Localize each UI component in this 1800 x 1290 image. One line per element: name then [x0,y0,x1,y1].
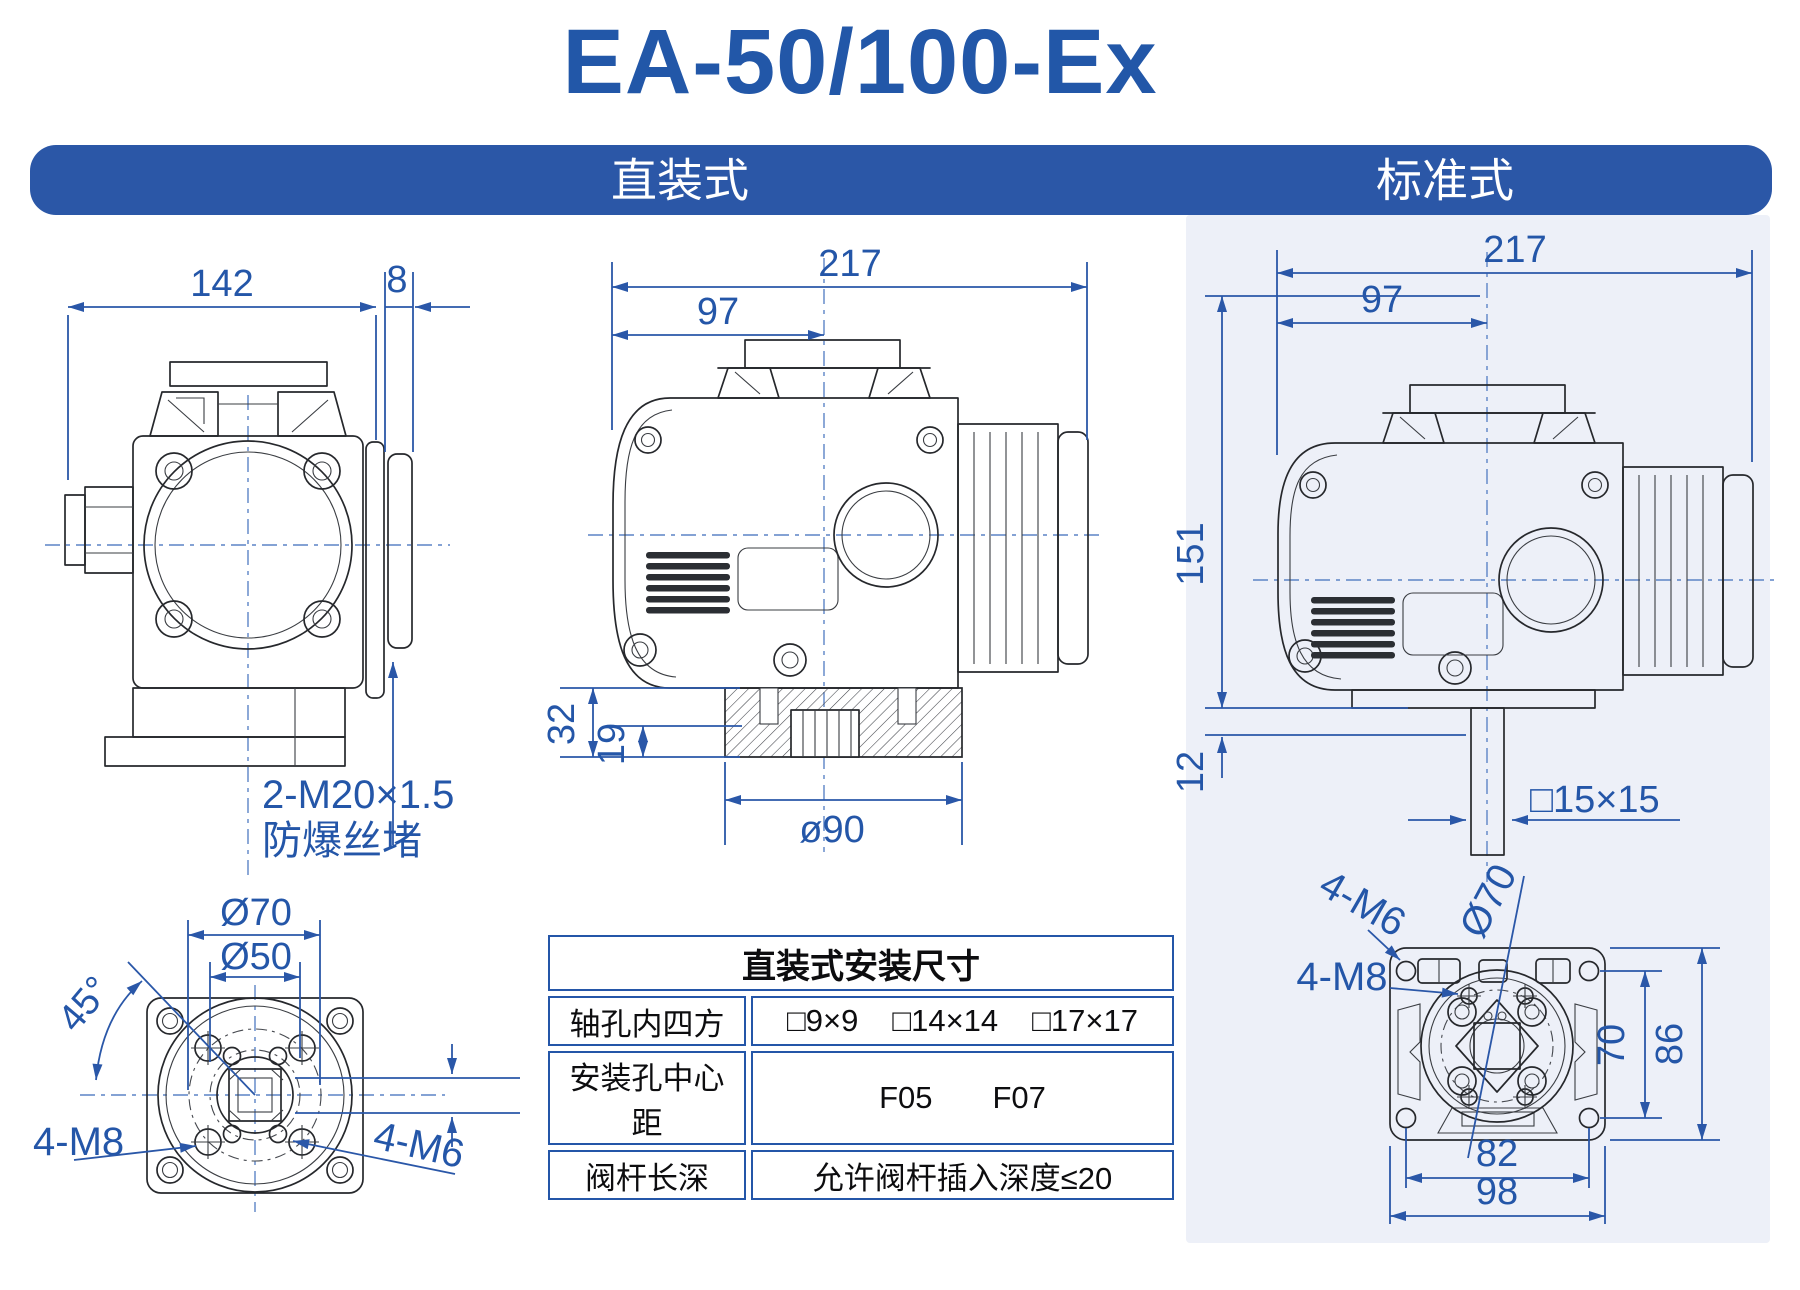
shaft-square-option-2: □14×14 [892,1003,999,1038]
standard-side-view: 217 97 151 12 □15×15 [1170,229,1775,882]
dim-flange-diameter: ø90 [799,809,864,851]
dim-std-total-width: 217 [1483,229,1546,271]
dim-std-outer-v: 86 [1649,1023,1691,1065]
table-row: 轴孔内四方 □9×9 □14×14 □17×17 [548,996,1174,1046]
row-value-stem-depth: 允许阀杆插入深度≤20 [751,1150,1174,1200]
direct-side-view: 217 97 32 19 ø90 [541,243,1100,852]
table-row: 阀杆长深 允许阀杆插入深度≤20 [548,1150,1174,1200]
plug-label-line1: 2-M20×1.5 [262,773,454,817]
dim-front-side-gap: 8 [386,259,407,301]
dim-std-base-height: 12 [1170,751,1212,793]
dim-bolt-circle-dia: Ø70 [220,892,292,934]
shaft-square-option-1: □9×9 [787,1003,859,1038]
section-header-bar: 直装式 标准式 [30,145,1772,215]
dim-flange-height: 32 [541,703,583,745]
dim-std-circle-dia: Ø70 [1451,857,1525,944]
row-label-stem-depth: 阀杆长深 [548,1150,746,1200]
dim-side-total-width: 217 [818,243,881,285]
row-label-shaft-square: 轴孔内四方 [548,996,746,1046]
dim-std-to-center: 97 [1361,279,1403,321]
label-outer-thread-holes: 4-M8 [33,1120,124,1164]
row-value-shaft-square: □9×9 □14×14 □17×17 [751,996,1174,1046]
dim-std-stem-square: □15×15 [1530,779,1660,821]
table-row: 安装孔中心距 F05 F07 [548,1051,1174,1145]
hole-pitch-option-2: F07 [992,1080,1046,1115]
page-title: EA-50/100-Ex [562,11,1158,113]
shaft-square-option-3: □17×17 [1032,1003,1138,1038]
dim-front-width: 142 [190,263,253,305]
mounting-dimensions-table: 直装式安装尺寸 轴孔内四方 □9×9 □14×14 □17×17 安装孔中心距 … [543,930,1179,1205]
dim-side-to-center: 97 [697,291,739,333]
dim-std-hole-spacing-v: 70 [1591,1024,1633,1066]
dim-std-outer-h: 98 [1476,1171,1518,1213]
dim-spigot-height: 19 [591,723,633,765]
dim-std-height: 151 [1170,522,1212,585]
row-value-hole-pitch: F05 F07 [751,1051,1174,1145]
label-std-corner-thread: 4-M6 [1312,862,1413,946]
table-title: 直装式安装尺寸 [548,935,1174,991]
dim-std-hole-spacing-h: 82 [1476,1133,1518,1175]
dim-bolt-angle: 45° [50,969,119,1040]
direct-front-view: 142 8 2-M20×1.5 防爆丝堵 [45,259,470,878]
hole-pitch-option-1: F05 [879,1080,933,1115]
row-label-hole-pitch: 安装孔中心距 [548,1051,746,1145]
tab-standard-label: 标准式 [1376,154,1514,207]
standard-bottom-view: 4-M6 4-M8 Ø70 70 86 82 98 [1296,857,1720,1224]
plug-label-line2: 防爆丝堵 [262,819,422,863]
direct-bottom-view: Ø70 Ø50 45° 4-M8 4-M6 [33,892,520,1212]
tab-direct-mount-label: 直装式 [611,154,749,207]
dim-spigot-circle-dia: Ø50 [220,936,292,978]
label-std-inner-thread: 4-M8 [1296,955,1387,999]
